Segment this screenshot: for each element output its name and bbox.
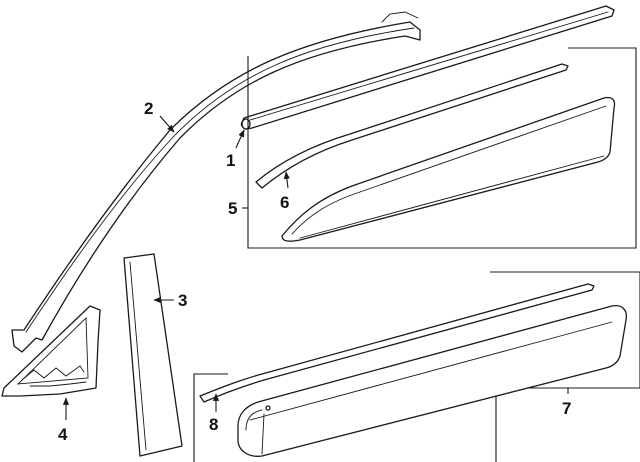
group-frame-7	[193, 271, 640, 462]
leader-6	[283, 171, 290, 189]
roof-molding-part	[11, 11, 421, 353]
callout-2: 2	[144, 99, 153, 118]
leader-2	[159, 115, 175, 133]
corner-garnish-part	[1, 305, 101, 397]
rocker-weatherstrip-part	[199, 283, 595, 403]
pillar-applique-part	[123, 253, 183, 457]
rocker-molding-part	[237, 304, 628, 457]
group-frame-5	[247, 47, 637, 249]
callout-6: 6	[280, 193, 289, 212]
callout-5: 5	[228, 199, 237, 218]
callout-7: 7	[562, 399, 571, 418]
callout-8: 8	[209, 415, 218, 434]
callout-3: 3	[178, 291, 187, 310]
callout-1: 1	[226, 151, 235, 170]
leader-1	[235, 129, 245, 149]
callout-4: 4	[58, 425, 68, 444]
side-molding-part	[281, 96, 616, 242]
